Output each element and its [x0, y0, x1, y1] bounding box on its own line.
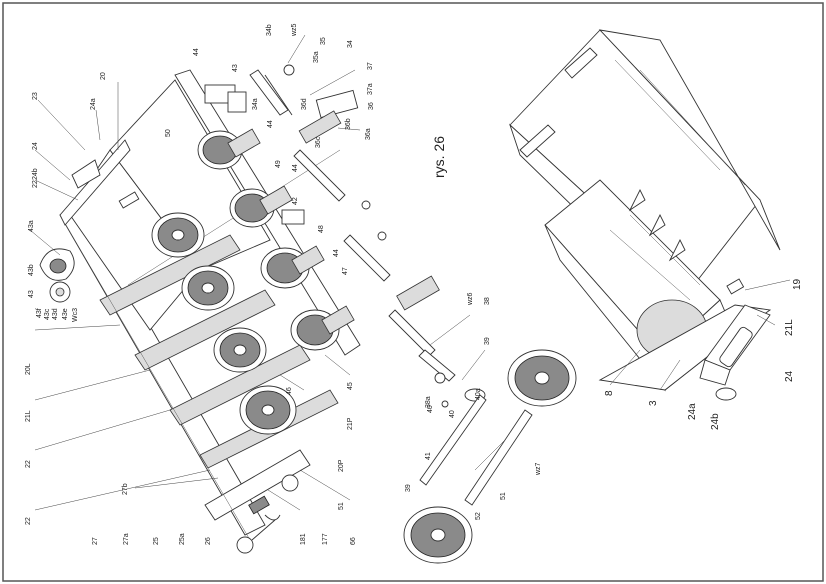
loose-wheelset	[403, 349, 577, 564]
label-39: 39	[484, 337, 491, 345]
label-181: 181	[300, 533, 307, 545]
label-37a: 37a	[367, 83, 374, 95]
label-44-mid: 44	[267, 120, 274, 128]
label-40-b: 40	[449, 410, 456, 418]
leader-lines	[29, 34, 791, 511]
label-34: 34	[347, 40, 354, 48]
label-21l-right: 21L	[784, 319, 795, 336]
part-labels: 20 23 24a 24 24b 22 43a 43b 43 43f 43c 4…	[25, 23, 803, 545]
label-8: 8	[604, 390, 615, 396]
label-47: 47	[342, 267, 349, 275]
label-25: 25	[153, 537, 160, 545]
label-22-top: 22	[32, 180, 39, 188]
label-51-bottom: 51	[338, 502, 345, 510]
rear-buffers	[236, 474, 299, 554]
label-20l: 20L	[25, 363, 32, 375]
label-22-mid: 22	[25, 460, 32, 468]
label-wc3: Wc3	[72, 308, 79, 322]
label-39-bottom: 39	[405, 484, 412, 492]
label-wz5: wz5	[291, 23, 298, 37]
label-26: 26	[205, 537, 212, 545]
label-38: 38	[484, 297, 491, 305]
label-27a: 27a	[123, 533, 130, 545]
label-36: 36	[368, 102, 375, 110]
label-36c: 36c	[315, 136, 322, 148]
label-27b: 27b	[122, 483, 129, 495]
label-21l: 21L	[25, 410, 32, 422]
label-44-low: 44	[292, 164, 299, 172]
label-22-bot: 22	[25, 517, 32, 525]
chassis-wheels	[151, 130, 340, 435]
label-52: 52	[475, 512, 482, 520]
label-24a: 24a	[90, 98, 97, 110]
label-44-b: 44	[333, 249, 340, 257]
label-41: 41	[425, 452, 432, 460]
label-24b-right: 24b	[710, 413, 721, 430]
figure-title: rys. 26	[431, 136, 447, 178]
parts-43-group	[39, 248, 75, 303]
label-27: 27	[92, 537, 99, 545]
label-44-top: 44	[193, 48, 200, 56]
label-34b: 34b	[266, 24, 273, 36]
label-24b: 24b	[32, 168, 39, 180]
label-20: 20	[100, 72, 107, 80]
label-43-top: 43	[232, 64, 239, 72]
label-45: 45	[347, 382, 354, 390]
label-21p: 21P	[347, 417, 354, 430]
label-20p: 20P	[338, 459, 345, 472]
label-34a: 34a	[252, 98, 259, 110]
label-35: 35	[320, 37, 327, 45]
locomotive-body	[509, 29, 781, 401]
label-177: 177	[322, 533, 329, 545]
label-35a: 35a	[313, 51, 320, 63]
label-36b: 36b	[345, 118, 352, 130]
label-25a: 25a	[179, 533, 186, 545]
label-36d: 36d	[301, 98, 308, 110]
label-43e: 43e	[62, 308, 69, 320]
label-36a: 36a	[365, 128, 372, 140]
label-43a: 43a	[28, 220, 35, 232]
label-43f: 43f	[36, 308, 43, 318]
label-wz7: wz7	[535, 462, 542, 476]
label-38a: 38a	[425, 396, 432, 408]
label-40a: 40a	[475, 388, 482, 400]
label-wz6: wz6	[467, 292, 474, 306]
label-48: 48	[318, 225, 325, 233]
label-24a-right: 24a	[687, 403, 698, 420]
label-43d: 43d	[52, 308, 59, 320]
label-43b: 43b	[28, 264, 35, 276]
label-23: 23	[32, 92, 39, 100]
label-42: 42	[292, 197, 299, 205]
axle-boxes	[204, 84, 355, 335]
label-50: 50	[165, 129, 172, 137]
label-37: 37	[367, 62, 374, 70]
label-40: 40	[427, 405, 434, 413]
label-66: 66	[350, 537, 357, 545]
chassis-frame	[59, 69, 361, 541]
label-49: 49	[275, 160, 282, 168]
label-3: 3	[648, 400, 659, 406]
label-43: 43	[28, 290, 35, 298]
label-24-right: 24	[784, 370, 795, 382]
label-24: 24	[32, 142, 39, 150]
label-43c: 43c	[44, 308, 51, 320]
label-19: 19	[792, 278, 803, 290]
label-51: 51	[500, 492, 507, 500]
label-46: 46	[286, 387, 293, 395]
suspension-parts	[249, 64, 486, 408]
